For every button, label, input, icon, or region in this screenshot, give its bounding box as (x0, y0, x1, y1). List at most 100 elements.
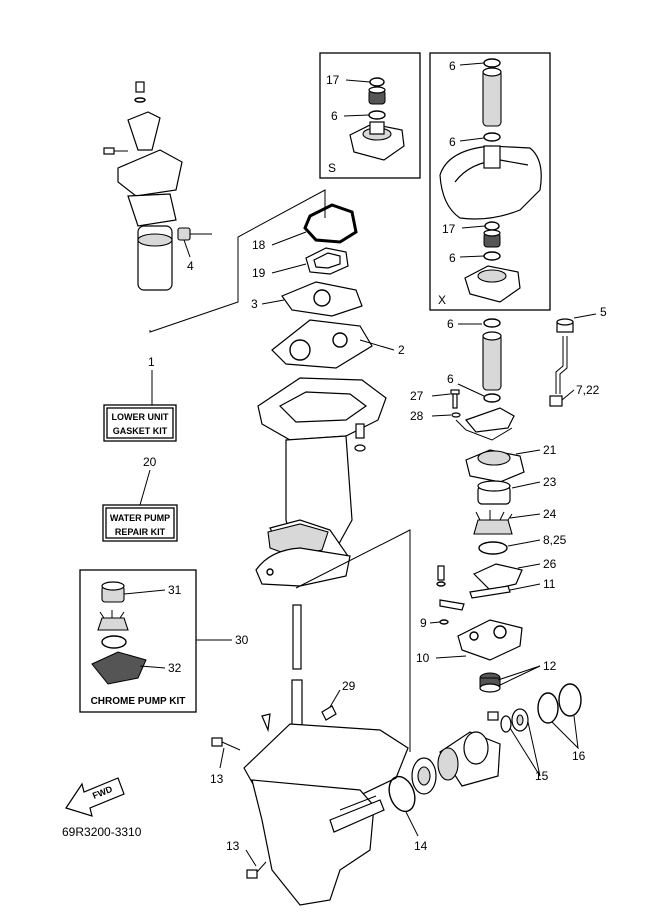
grommet-4 (177, 227, 212, 241)
leader-24 (509, 513, 541, 519)
propeller-shaft-housing (437, 731, 501, 787)
oring-6-x-mid (483, 132, 501, 142)
leader-2 (359, 339, 395, 351)
leader-6b (459, 62, 485, 66)
grommet-x (483, 229, 501, 248)
callout-27: 27 (410, 389, 424, 403)
exhaust-guide-assembly (103, 81, 183, 291)
chrome-pump-kit-box (79, 569, 197, 713)
water-pump-kit-label-2: REPAIR KIT (115, 527, 166, 537)
leader-9 (429, 621, 441, 624)
leader-6d (459, 255, 485, 258)
water-hose (555, 336, 564, 394)
water-pump-kit-label-1: WATER PUMP (110, 513, 170, 523)
bolts-9 (436, 565, 465, 625)
callout-31: 31 (168, 583, 182, 597)
inset-box-x-label: X (438, 293, 446, 307)
callout-17a: 17 (326, 73, 340, 87)
leader-12 (497, 665, 541, 687)
leader-11 (509, 583, 541, 591)
callout-7-22: 7,22 (576, 383, 600, 397)
lower-unit-gasket-kit-box (103, 404, 177, 442)
callout-16: 16 (572, 749, 586, 763)
leader-6a (343, 114, 370, 117)
seals-15 (500, 708, 529, 733)
leader-31 (123, 589, 166, 595)
leader-16 (551, 715, 579, 750)
callout-5: 5 (600, 305, 607, 319)
impeller-24 (473, 510, 513, 535)
callout-26: 26 (543, 557, 557, 571)
oring-14 (388, 775, 416, 813)
chrome-pump-kit-label: CHROME PUMP KIT (91, 696, 186, 707)
bracket-upper (149, 189, 326, 333)
leader-13b (245, 849, 257, 867)
leader-8-25 (507, 539, 541, 547)
leader-27 (431, 393, 451, 397)
leader-13a (219, 747, 225, 769)
lower-casing (243, 713, 409, 906)
callout-32: 32 (168, 661, 182, 675)
water-tube-x (482, 67, 502, 127)
callout-29: 29 (342, 679, 356, 693)
leader-28 (431, 414, 452, 417)
bolt-13-upper (211, 737, 241, 751)
clamp-plate (464, 407, 515, 433)
callout-14: 14 (414, 839, 428, 853)
callout-6a: 6 (331, 109, 338, 123)
callout-13a: 13 (210, 772, 224, 786)
upper-casing (255, 377, 387, 587)
bolt-prop (487, 711, 499, 721)
gasket-18 (303, 203, 358, 244)
callout-23: 23 (543, 475, 557, 489)
inset-box-s-label: S (328, 161, 336, 175)
callout-6d: 6 (449, 251, 456, 265)
leader-6c (459, 137, 485, 142)
callout-6b: 6 (449, 59, 456, 73)
oring-6-right-low (483, 393, 501, 403)
callout-19: 19 (252, 266, 266, 280)
oring-17-x (484, 221, 500, 231)
bolt-casing (354, 423, 366, 452)
callout-12: 12 (543, 659, 557, 673)
pin-11 (469, 585, 511, 599)
callout-6c: 6 (449, 135, 456, 149)
grommet-7-22 (549, 395, 563, 407)
water-pump-housing-21 (465, 449, 525, 483)
callout-28: 28 (410, 409, 424, 423)
lower-unit-kit-label-1: LOWER UNIT (112, 412, 169, 422)
drawing-number: 69R3200-3310 (62, 825, 142, 839)
oring-6-s (368, 110, 386, 120)
leader-19 (271, 263, 307, 274)
callout-15: 15 (535, 769, 549, 783)
leader-18 (271, 231, 307, 246)
oring-6-right-top (483, 318, 501, 328)
oil-seal-12 (479, 672, 501, 693)
inset-box-s (319, 52, 421, 179)
grommet-5 (556, 318, 574, 333)
callout-4: 4 (187, 259, 194, 273)
callout-9: 9 (420, 616, 427, 630)
oring-16a (537, 692, 559, 724)
leader-20 (139, 469, 151, 506)
outer-plate-26 (472, 563, 523, 591)
bolt-27 (450, 389, 460, 409)
leader-23 (511, 481, 541, 489)
gasket-chrome (101, 635, 127, 649)
gasket-10 (457, 619, 523, 661)
callout-3: 3 (251, 297, 258, 311)
callout-24: 24 (543, 507, 557, 521)
callout-11: 11 (543, 577, 556, 591)
callout-8-25: 8,25 (543, 533, 567, 547)
leader-10 (435, 655, 467, 659)
inset-box-x (429, 52, 551, 311)
leader-15 (509, 721, 541, 777)
water-tube-right (482, 331, 502, 391)
callout-1: 1 (148, 355, 155, 369)
gasket-19 (305, 247, 349, 275)
driveshaft (288, 604, 306, 745)
fwd-arrow-icon: FWD (65, 777, 125, 817)
gasket-2 (271, 319, 373, 369)
washer-28 (451, 412, 461, 418)
bracket-driveshaft (295, 529, 411, 752)
